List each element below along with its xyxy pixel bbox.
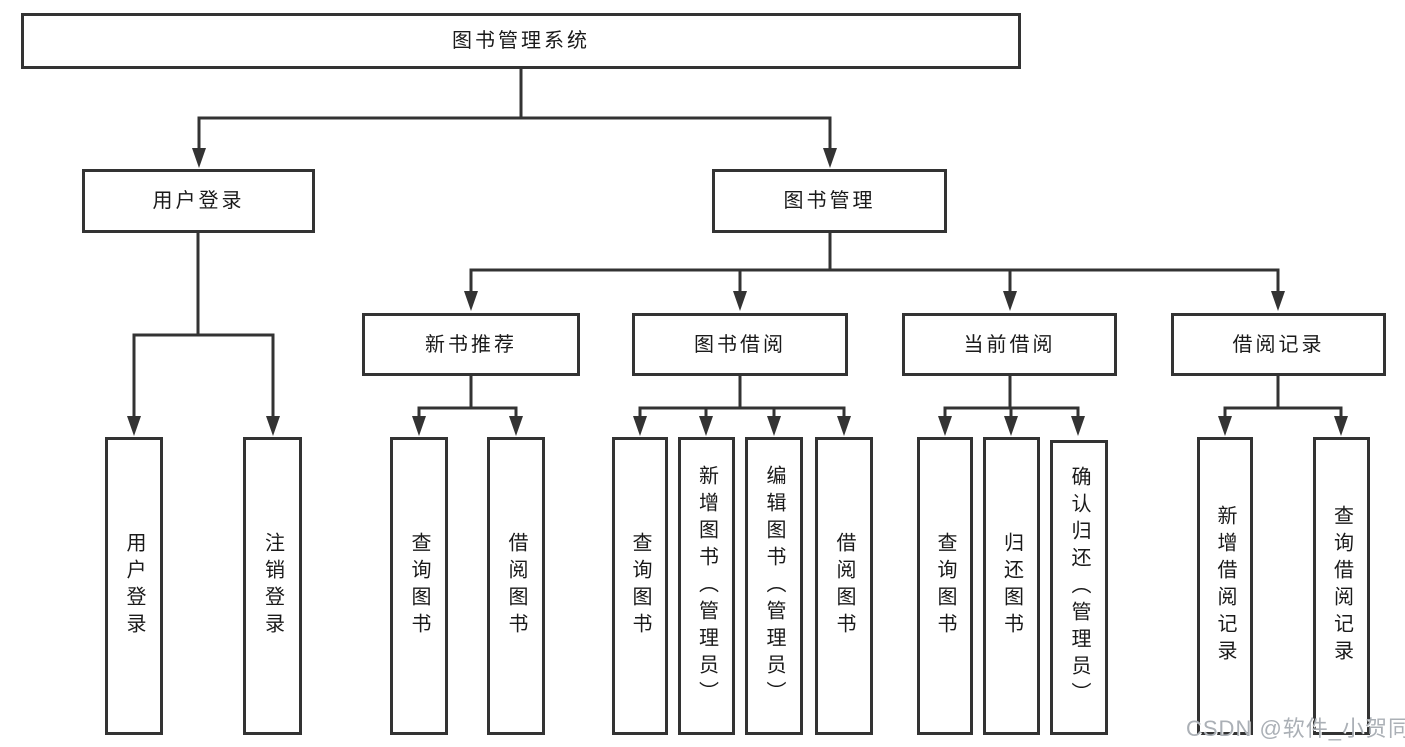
connector-new-book-split (417, 374, 518, 422)
node-library-system: 图书管理系统 (21, 13, 1021, 69)
node-label: 确认归还（管理员） (1068, 466, 1090, 709)
leaf-user-login: 用户登录 (105, 437, 163, 735)
node-label: 借阅图书 (833, 532, 855, 640)
node-label: 查询图书 (629, 532, 651, 640)
node-label: 图书借阅 (694, 333, 786, 356)
arrow-down-icon (767, 416, 781, 436)
leaf-borrow-books: 借阅图书 (815, 437, 873, 735)
leaf-edit-books-admin: 编辑图书（管理员） (745, 437, 803, 735)
node-label: 图书管理 (783, 190, 876, 212)
leaf-add-books-admin: 新增图书（管理员） (678, 437, 735, 735)
arrow-down-icon (266, 416, 280, 436)
leaf-query-books-borrow: 查询图书 (612, 437, 668, 735)
arrow-down-icon (1003, 291, 1017, 311)
node-label: 查询图书 (408, 532, 430, 640)
arrow-down-icon (1334, 416, 1348, 436)
arrow-down-icon (633, 416, 647, 436)
node-label: 编辑图书（管理员） (763, 464, 785, 708)
node-label: 借阅图书 (505, 532, 527, 640)
node-book-management: 图书管理 (712, 169, 947, 233)
node-borrowing-records: 借阅记录 (1171, 313, 1386, 376)
leaf-confirm-return-admin: 确认归还（管理员） (1050, 440, 1108, 735)
tree-connectors (132, 67, 1343, 422)
connector-root-split (197, 67, 832, 152)
leaf-query-borrow-record: 查询借阅记录 (1313, 437, 1370, 735)
arrow-down-icon (412, 416, 426, 436)
arrow-down-icon (733, 291, 747, 311)
leaf-return-books: 归还图书 (983, 437, 1040, 735)
node-label: 新增借阅记录 (1214, 505, 1236, 667)
arrowheads (127, 148, 1348, 436)
arrow-down-icon (1004, 416, 1018, 436)
connector-records-split (1223, 374, 1343, 422)
connector-book-mgmt-split (469, 231, 1280, 295)
leaf-logout: 注销登录 (243, 437, 302, 735)
node-current-borrowing: 当前借阅 (902, 313, 1117, 376)
arrow-down-icon (1271, 291, 1285, 311)
leaf-borrow-books-recommend: 借阅图书 (487, 437, 545, 735)
node-new-book-recommendation: 新书推荐 (362, 313, 580, 376)
node-label: 新书推荐 (425, 333, 517, 356)
node-label: 注销登录 (261, 532, 284, 640)
leaf-add-borrow-record: 新增借阅记录 (1197, 437, 1253, 735)
arrow-down-icon (1218, 416, 1232, 436)
node-user-login: 用户登录 (82, 169, 315, 233)
arrow-down-icon (192, 148, 206, 168)
leaf-query-books-current: 查询图书 (917, 437, 973, 735)
arrow-down-icon (837, 416, 851, 436)
connector-current-borrow-split (943, 374, 1080, 422)
arrow-down-icon (127, 416, 141, 436)
node-label: 查询图书 (934, 532, 956, 640)
node-label: 用户登录 (152, 190, 245, 212)
connector-user-login-split (132, 231, 275, 420)
node-label: 查询借阅记录 (1330, 505, 1353, 667)
arrow-down-icon (938, 416, 952, 436)
node-label: 当前借阅 (963, 333, 1056, 356)
node-label: 借阅记录 (1232, 333, 1325, 356)
connector-book-borrow-split (638, 374, 846, 422)
arrow-down-icon (823, 148, 837, 168)
node-label: 归还图书 (1000, 532, 1023, 640)
node-label: 图书管理系统 (452, 30, 590, 52)
arrow-down-icon (699, 416, 713, 436)
node-book-borrowing: 图书借阅 (632, 313, 848, 376)
arrow-down-icon (1071, 416, 1085, 436)
node-label: 新增图书（管理员） (695, 464, 718, 708)
arrow-down-icon (509, 416, 523, 436)
node-label: 用户登录 (123, 532, 145, 640)
arrow-down-icon (464, 291, 478, 311)
csdn-watermark: CSDN @软件_小贺同学 (1186, 716, 1405, 741)
leaf-query-books-recommend: 查询图书 (390, 437, 448, 735)
